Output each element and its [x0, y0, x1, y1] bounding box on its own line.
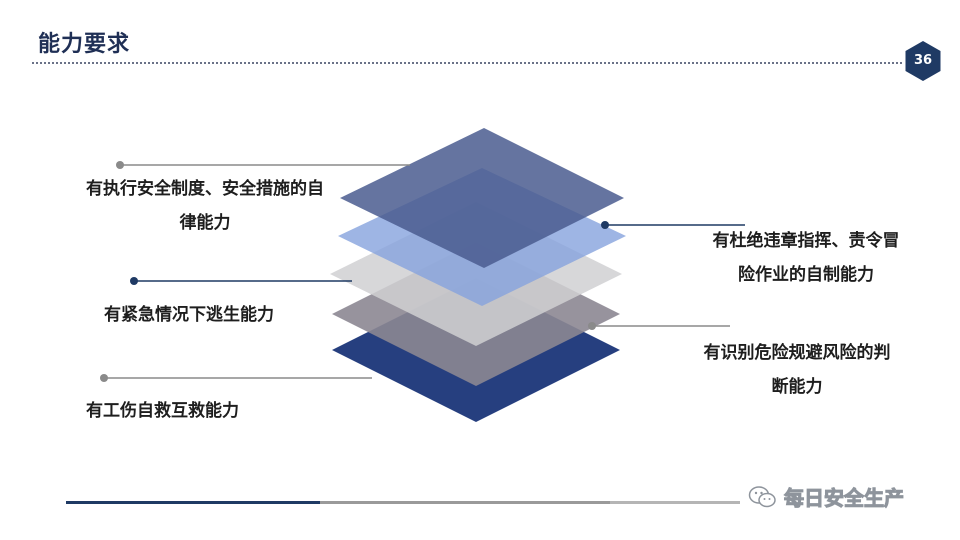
label-self-discipline: 有执行安全制度、安全措施的自 律能力 [60, 172, 350, 240]
label-rescue-line1: 有工伤自救互救能力 [86, 401, 239, 421]
wechat-icon [748, 485, 776, 507]
watermark-text: 每日安全生产 [784, 486, 905, 511]
connector-left-1 [116, 161, 410, 169]
page-number-badge: 36 [902, 40, 944, 82]
label-self-control-line1: 有杜绝违章指挥、责令冒 [712, 231, 900, 251]
footer-bar-light [610, 501, 740, 504]
hexagon-icon [905, 41, 941, 81]
connector-right-1 [601, 221, 745, 229]
footer-bar-dark [66, 501, 320, 504]
page-title: 能力要求 [38, 32, 131, 57]
page-number: 36 [913, 53, 933, 68]
label-risk-judgment: 有识别危险规避风险的判 断能力 [682, 336, 912, 404]
connector-left-3 [100, 374, 372, 382]
label-escape: 有紧急情况下逃生能力 [104, 298, 274, 332]
label-risk-judgment-line2: 断能力 [771, 377, 823, 397]
label-risk-judgment-line1: 有识别危险规避风险的判 [703, 343, 891, 363]
watermark: 每日安全生产 [748, 482, 905, 511]
title-divider [32, 62, 902, 64]
label-rescue: 有工伤自救互救能力 [86, 394, 239, 428]
label-self-control: 有杜绝违章指挥、责令冒 险作业的自制能力 [696, 224, 916, 292]
label-escape-line1: 有紧急情况下逃生能力 [104, 305, 274, 325]
footer-bar-mid [320, 501, 610, 504]
connector-left-2 [130, 277, 352, 285]
layer-1 [340, 128, 624, 268]
label-self-discipline-line2: 律能力 [179, 213, 231, 233]
label-self-control-line2: 险作业的自制能力 [738, 265, 874, 285]
label-self-discipline-line1: 有执行安全制度、安全措施的自 [86, 179, 324, 199]
connector-right-2 [588, 322, 730, 330]
